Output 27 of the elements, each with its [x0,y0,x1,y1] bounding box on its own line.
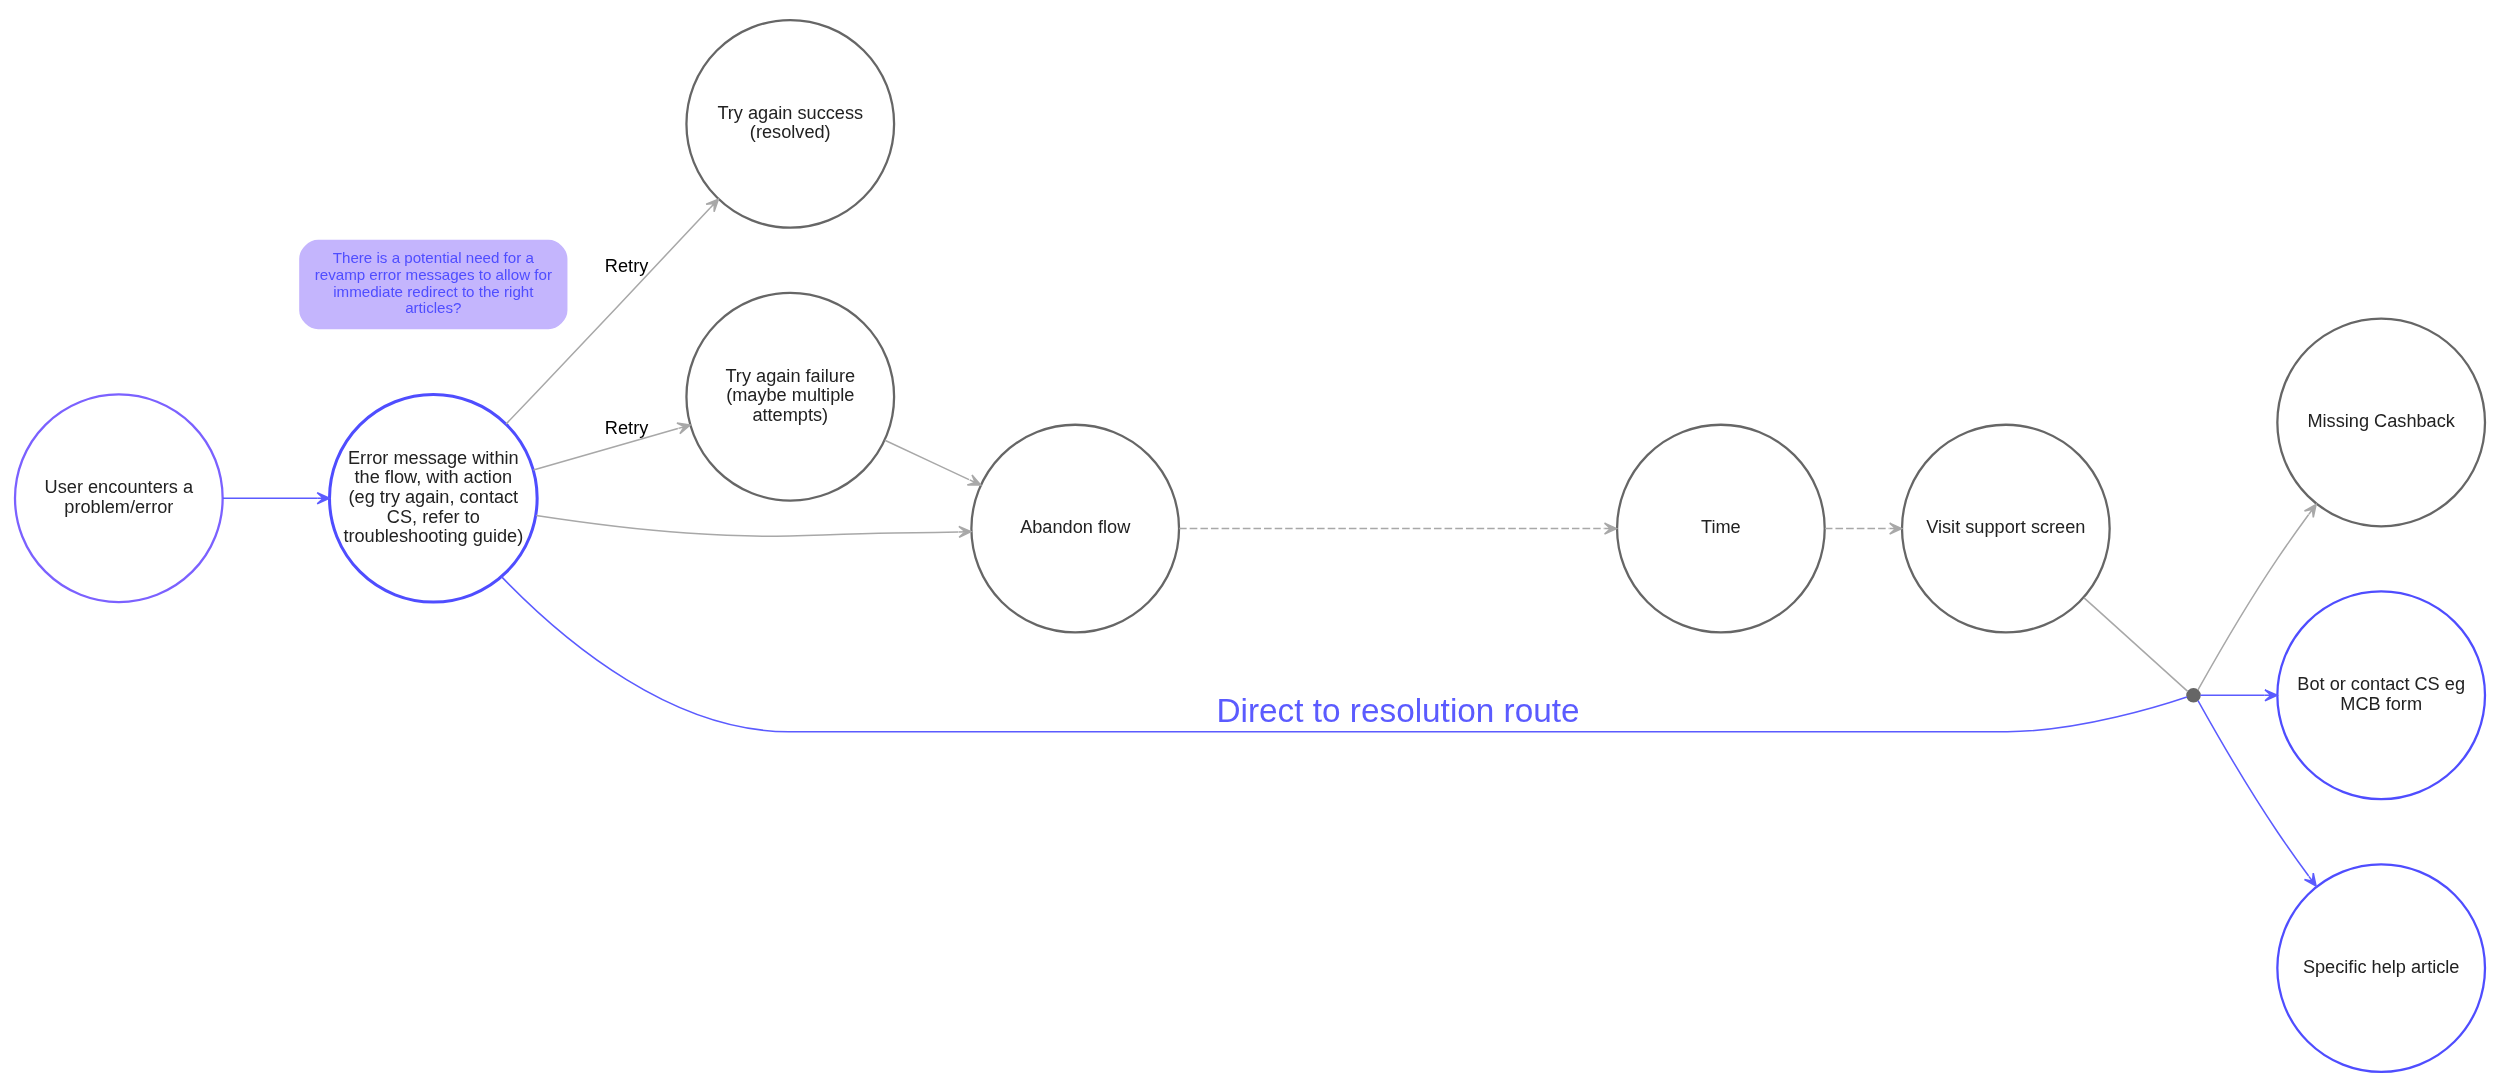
node-circle: Missing Cashback [2276,317,2487,527]
node-circle: Try again success (resolved) [685,18,896,229]
node-circle: Time [1615,423,1826,634]
arrow [2197,503,2317,691]
node-box: There is a potential need for a revamp error messages to allow for immediate redirect to the right articles? [299,239,568,329]
arrow [505,197,720,425]
edge-label: Retry [604,417,649,438]
node-circle: Specific help article [2276,862,2487,1073]
node-circle [2186,687,2201,703]
arrow [222,491,331,504]
node-circle: Error message within the flow, with action (eg try again, contact CS, refer to troubleshooting guide) [328,392,539,604]
connector [500,575,2188,732]
arrow [884,439,982,486]
connector [2083,596,2189,692]
arrow [535,514,972,538]
arrow [2199,688,2278,701]
edge-label: Direct to resolution route [1216,691,1580,729]
node-circle: Abandon flow [970,423,1181,634]
arrow [532,421,691,471]
arrow [2197,699,2317,887]
node-circle: User encounters a problem/error [13,392,224,603]
node-circle: Bot or contact CS eg MCB form [2276,589,2487,800]
node-circle: Try again failure (maybe multiple attempts) [685,291,896,502]
arrow [1178,521,1618,535]
edge-label: Retry [604,255,649,276]
arrow [1824,521,1903,535]
node-circle: Visit support screen [1900,423,2111,634]
